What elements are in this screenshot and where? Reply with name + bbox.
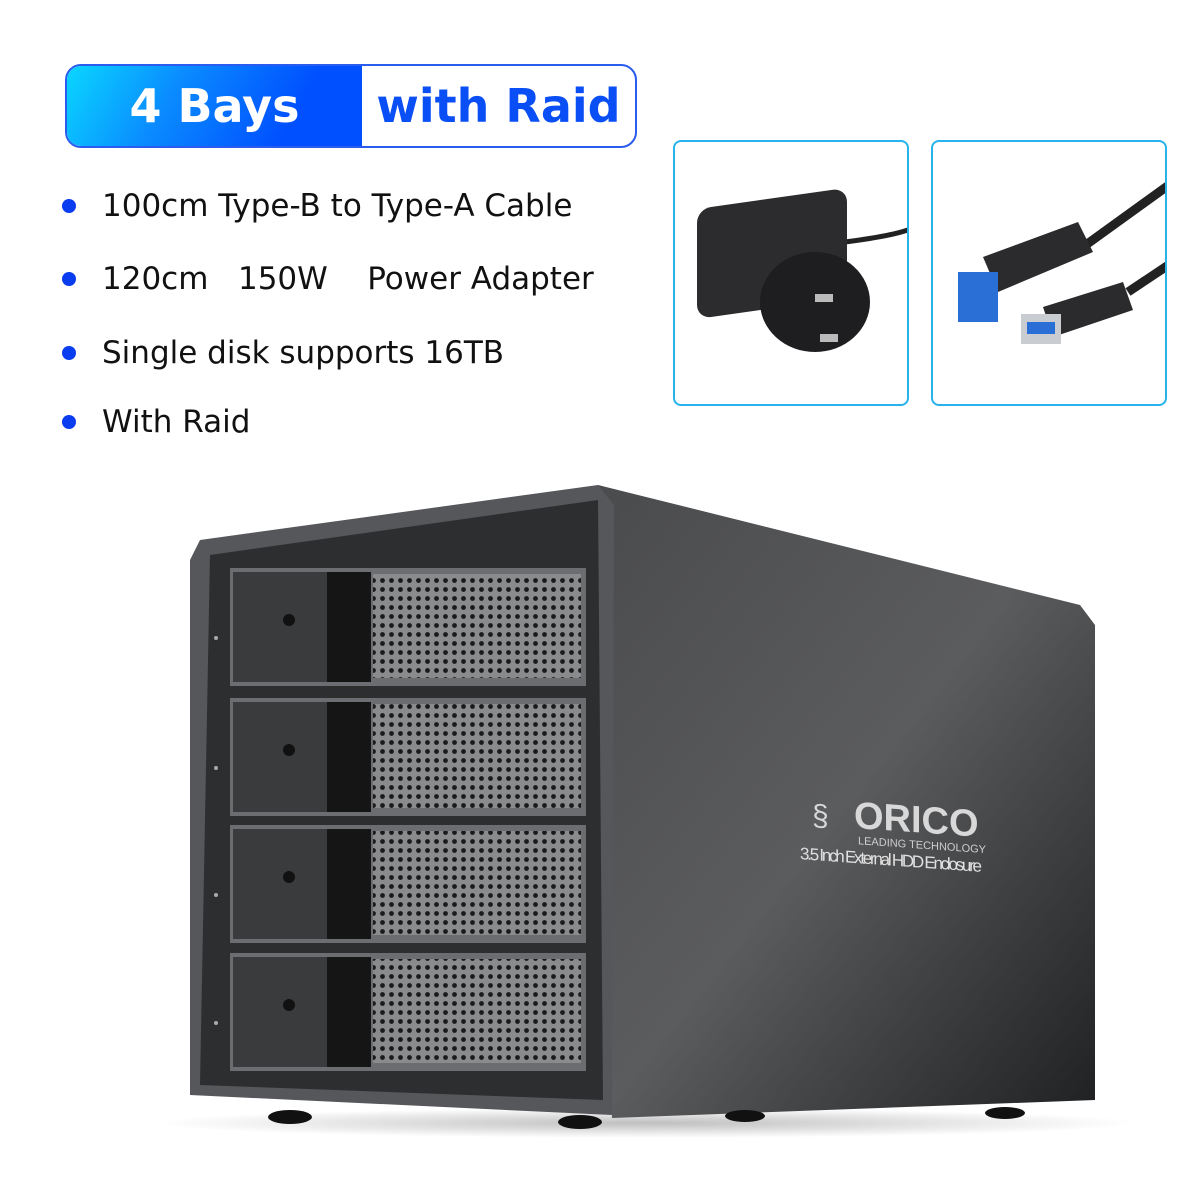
lock-icon (283, 999, 295, 1011)
feature-text: 120cm 150W Power Adapter (102, 261, 594, 297)
drive-bay-2[interactable] (214, 698, 586, 816)
raid-label: with Raid (376, 79, 621, 133)
drive-bay-3[interactable] (214, 825, 586, 943)
bay-mesh (373, 959, 581, 1063)
feature-text: Single disk supports 16TB (102, 335, 505, 371)
bay-mesh (373, 574, 581, 678)
feature-text: 100cm Type-B to Type-A Cable (102, 188, 573, 224)
led-indicator (214, 893, 218, 897)
bay-handle[interactable] (233, 957, 327, 1067)
bays-label: 4 Bays (67, 66, 362, 146)
feature-text: With Raid (102, 404, 251, 440)
feature-item: 120cm 150W Power Adapter (62, 261, 594, 297)
enclosure-side (598, 485, 1095, 1118)
power-adapter-image (673, 140, 909, 406)
usb-cable-image (931, 140, 1167, 406)
brand-logo-mark: § (812, 799, 829, 833)
drive-bay-1[interactable] (214, 568, 586, 686)
bullet-icon (62, 415, 76, 429)
bullet-icon (62, 346, 76, 360)
usb-cable-icon (958, 182, 1165, 344)
drive-bay-4[interactable] (214, 953, 586, 1071)
brand-logo: ORICO (854, 795, 979, 846)
lock-icon (283, 744, 295, 756)
lock-icon (283, 614, 295, 626)
bay-mesh (373, 831, 581, 935)
led-indicator (214, 766, 218, 770)
bullet-icon (62, 272, 76, 286)
led-indicator (214, 636, 218, 640)
feature-item: 100cm Type-B to Type-A Cable (62, 188, 572, 224)
feature-item: Single disk supports 16TB (62, 335, 504, 371)
bay-handle[interactable] (233, 572, 327, 682)
bay-handle[interactable] (233, 702, 327, 812)
bay-mesh (373, 704, 581, 808)
bullet-icon (62, 199, 76, 213)
title-badge: 4 Bays with Raid (65, 64, 637, 148)
bay-handle[interactable] (233, 829, 327, 939)
lock-icon (283, 871, 295, 883)
feature-item: With Raid (62, 404, 250, 440)
led-indicator (214, 1021, 218, 1025)
power-adapter-icon (697, 189, 907, 352)
